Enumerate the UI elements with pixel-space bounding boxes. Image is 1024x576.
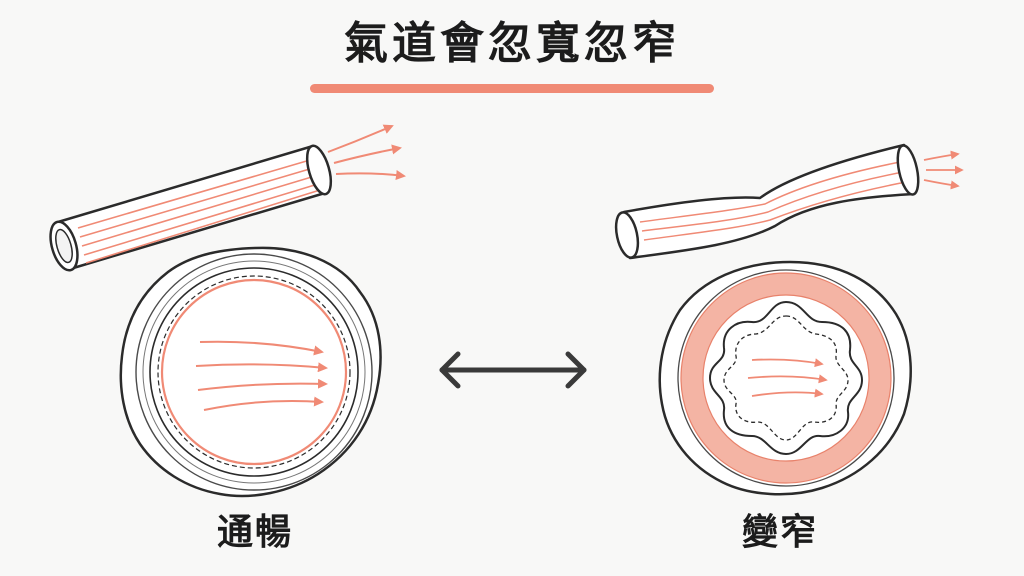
narrowed-airway-tube [614,143,964,260]
narrowed-airway-cross-section [658,260,912,496]
title-underline [310,84,714,93]
narrowed-airway-label: 變窄 [741,512,818,553]
double-headed-arrow-icon [439,351,587,389]
page-title: 氣道會忽寬忽窄 [344,18,680,69]
open-tube-airflow-lines [77,159,321,264]
narrowed-lumen-airflow-arrows [747,358,828,398]
open-lumen-airflow-arrows [195,340,328,411]
narrowed-tube-outflow-arrows [923,150,964,190]
open-tube-outflow-arrows [327,124,406,180]
constricted-muscle-ring [681,273,891,483]
open-airway-cross-section [119,246,382,498]
narrowed-tube-airflow-lines [639,161,907,241]
open-airway-tube [49,124,406,272]
open-airway-label: 通暢 [216,512,293,553]
